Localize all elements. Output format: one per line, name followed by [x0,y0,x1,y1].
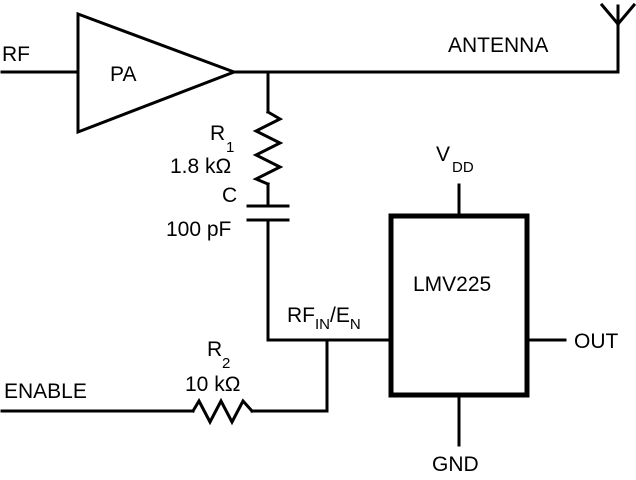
pa-label: PA [110,63,136,86]
c-value: 100 pF [166,218,231,241]
capacitor-icon [246,204,290,222]
r2-value: 10 kΩ [185,373,240,396]
enable-label: ENABLE [4,380,87,403]
r1-resistor-icon [252,109,284,186]
gnd-label: GND [432,453,479,476]
r1-value: 1.8 kΩ [170,155,231,178]
r2-resistor-icon [190,397,255,426]
c-to-rfin-wire [266,218,392,342]
r1-subscript: 1 [226,139,234,156]
vdd-subscript: DD [452,159,474,176]
amplifier-icon [76,11,239,135]
ic-name-label: LMV225 [413,273,491,296]
rfin-to-r2-wire [250,338,329,413]
r2-letter: R [207,338,222,361]
rf-label: RF [2,43,30,66]
out-label: OUT [574,330,619,353]
c-letter: C [222,184,237,207]
antenna-icon [599,2,636,74]
rfin-en-label: RFIN/EN [287,304,361,333]
lmv225-chip-icon [388,213,530,398]
vdd-letter: V [436,143,450,166]
r2-subscript: 2 [222,355,230,372]
r1-letter: R [210,122,225,145]
antenna-label: ANTENNA [448,34,548,57]
